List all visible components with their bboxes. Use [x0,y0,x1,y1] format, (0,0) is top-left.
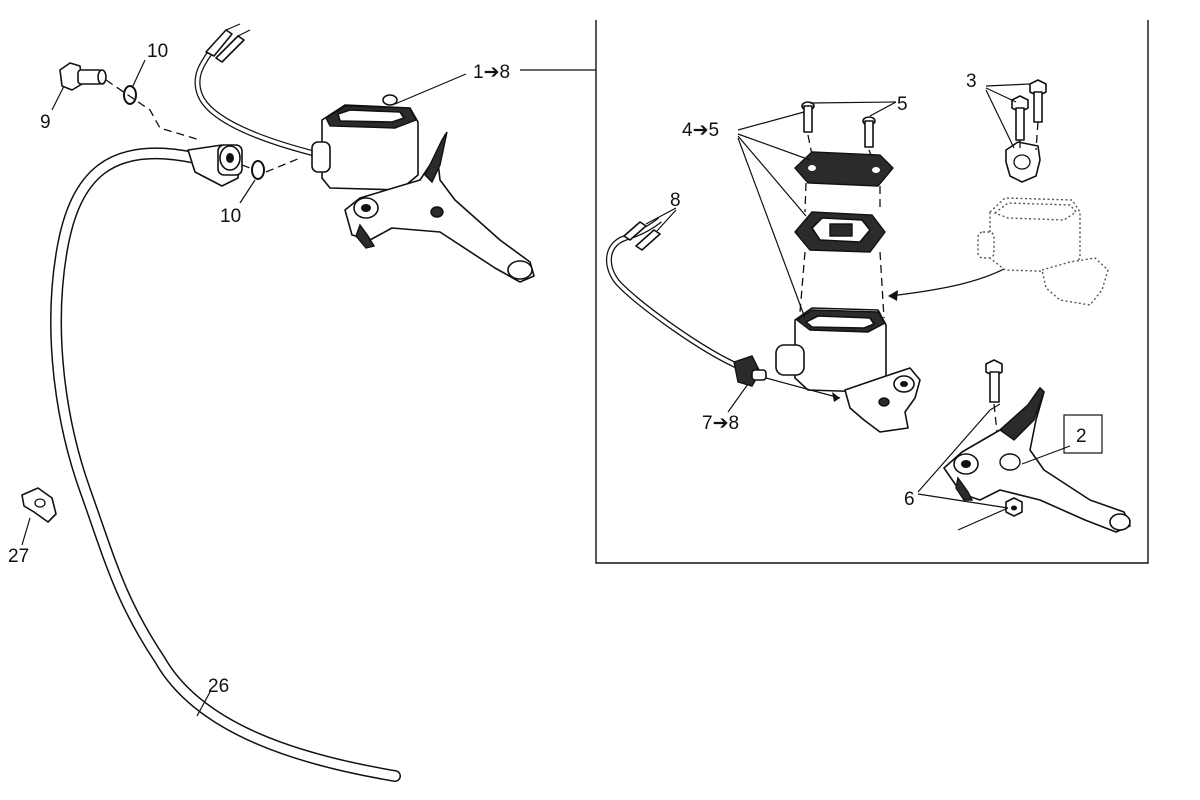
clamp-bolt-right [1029,79,1047,123]
callout-6: 6 [904,489,915,510]
brake-lever [943,386,1131,533]
callout-5: 5 [897,94,908,115]
reservoir-cap-screw-right [862,116,876,148]
leader-lines [21,59,1103,717]
brake-light-switch-wire [194,23,321,158]
banjo-fitting [187,144,243,187]
sealing-washer-bottom [251,160,265,180]
callout-4-5: 4➔5 [682,120,719,141]
callout-9: 9 [40,112,51,133]
reference-assembly-ghost [977,197,1109,306]
sealing-washer-top [123,85,137,105]
callout-10-bottom: 10 [220,206,241,227]
callout-2: 2 [1076,426,1087,447]
exploded-view-panel [520,20,1149,564]
reservoir-cap [794,151,894,187]
callout-7-8: 7➔8 [702,413,739,434]
callout-27: 27 [8,546,29,567]
reservoir-diaphragm [794,211,886,253]
brake-hose [50,147,401,782]
master-cylinder-assembly [311,94,535,283]
callout-3: 3 [966,71,977,92]
reservoir-cap-screw-left [801,101,815,133]
banjo-bolt [59,62,107,91]
handlebar-clamp [1005,141,1041,183]
lever-pivot-bolt [985,359,1003,403]
callout-10-top: 10 [147,41,168,62]
lever-pivot-nut [1005,497,1023,517]
callout-8: 8 [670,190,681,211]
clamp-bolt-left [1011,95,1029,141]
callout-26: 26 [208,676,229,697]
brake-light-switch [606,217,767,387]
callout-1-8: 1➔8 [473,62,510,83]
master-cylinder-body [775,307,921,433]
hose-clip [21,487,57,523]
